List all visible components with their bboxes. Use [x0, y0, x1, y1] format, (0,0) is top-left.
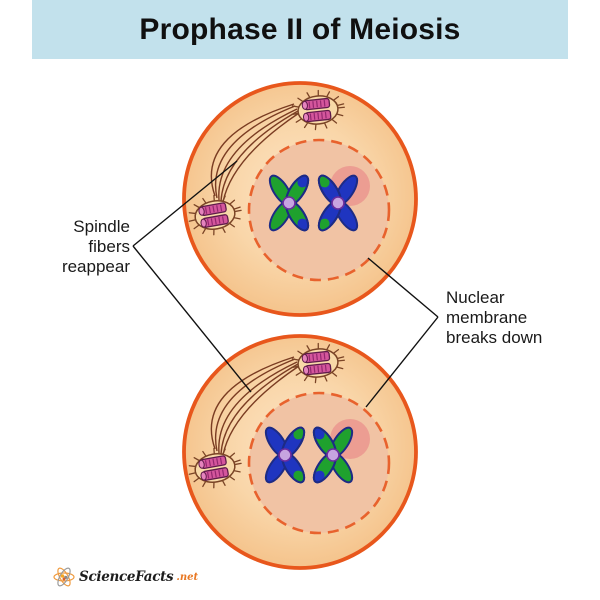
logo-brand-text: ScienceFacts [79, 569, 174, 585]
callout-line-nuclear-bottom [365, 316, 439, 408]
callout-line-nuclear-top [367, 257, 439, 318]
logo-tld-text: .net [176, 571, 199, 583]
atom-icon [53, 567, 75, 587]
callout-line-spindle-bottom [132, 245, 252, 393]
callout-line-spindle-top [132, 160, 238, 247]
bottom-cell [184, 336, 416, 568]
label-nuclear-membrane: Nuclear membrane breaks down [446, 288, 543, 347]
sciencefacts-logo: ScienceFacts.net [52, 565, 198, 589]
title-banner: Prophase II of Meiosis [32, 0, 568, 59]
page-title: Prophase II of Meiosis [139, 12, 461, 46]
label-spindle-fibers: Spindle fibers reappear [61, 217, 130, 276]
